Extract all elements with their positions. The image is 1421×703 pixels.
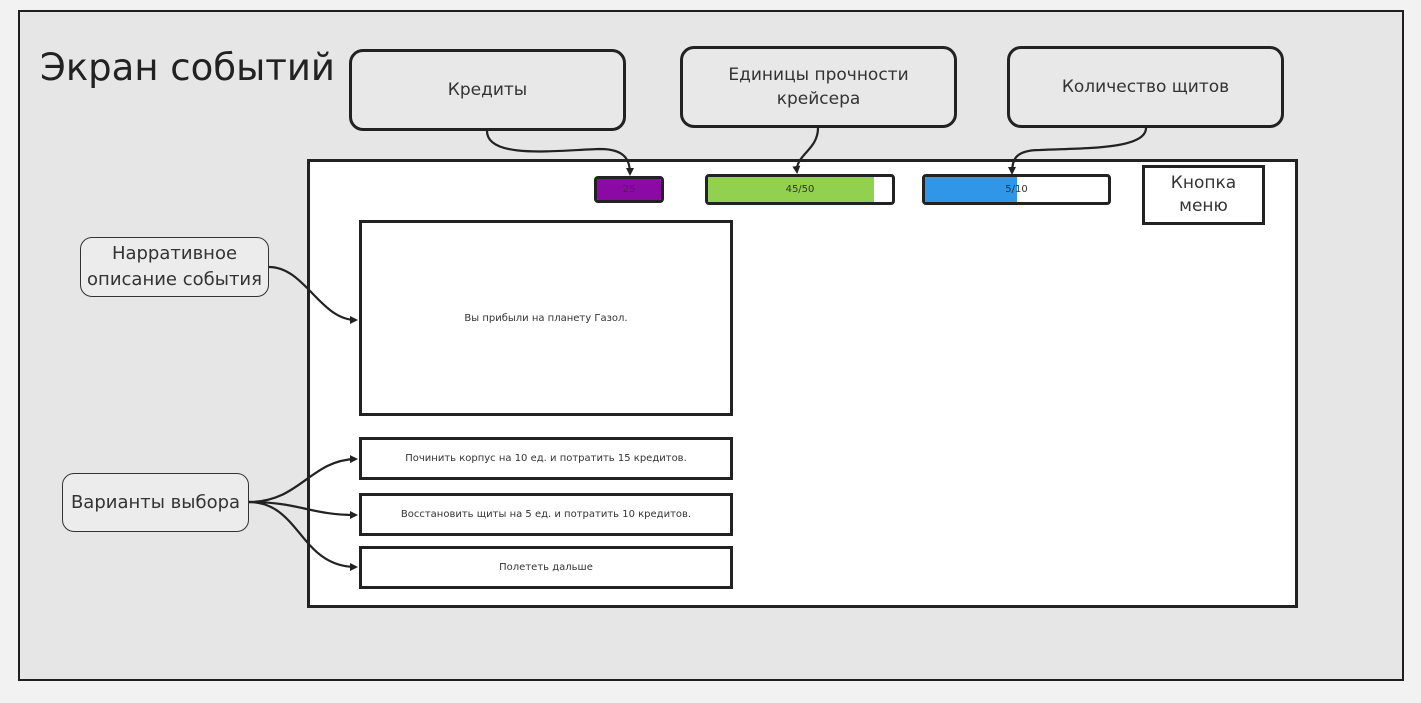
credits-value: 25 [622, 184, 636, 195]
shield-value: 5/10 [1005, 184, 1028, 195]
event-description-text: Вы прибыли на планету Газол. [464, 312, 628, 324]
callout-choices-label: Варианты выбора [70, 491, 241, 513]
shield-bar: 5/10 [922, 174, 1111, 205]
callout-hull-label: Единицы прочности крейсера [728, 63, 908, 111]
choice-fly-on[interactable]: Полететь дальше [359, 546, 733, 589]
callout-narrative-line2: описание события [87, 269, 262, 290]
callout-shields: Количество щитов [1007, 46, 1284, 128]
callout-hull-line2: крейсера [776, 89, 861, 109]
choice-repair-hull[interactable]: Починить корпус на 10 ед. и потратить 15… [359, 437, 733, 480]
choice-label: Полететь дальше [499, 562, 593, 573]
callout-hull: Единицы прочности крейсера [680, 46, 957, 128]
callout-narrative-label: Нарративное описание события [87, 241, 262, 293]
event-description-panel: Вы прибыли на планету Газол. [359, 220, 733, 416]
hull-bar-fill [708, 177, 874, 202]
callout-shields-label: Количество щитов [1061, 77, 1230, 97]
menu-button-label: Кнопка меню [1171, 172, 1236, 218]
callout-narrative-line1: Нарративное [111, 243, 238, 264]
callout-choices: Варианты выбора [62, 473, 249, 532]
credits-counter: 25 [594, 176, 664, 203]
hull-value: 45/50 [785, 184, 815, 195]
menu-button[interactable]: Кнопка меню [1142, 165, 1265, 225]
choice-restore-shields[interactable]: Восстановить щиты на 5 ед. и потратить 1… [359, 493, 733, 536]
credits-fill [597, 179, 661, 200]
hull-bar: 45/50 [705, 174, 895, 205]
page-title: Экран событий [40, 46, 335, 89]
shield-bar-fill [925, 177, 1017, 202]
callout-credits: Кредиты [349, 49, 626, 131]
menu-button-line2: меню [1179, 196, 1228, 216]
callout-narrative: Нарративное описание события [80, 237, 269, 297]
callout-credits-label: Кредиты [447, 80, 528, 100]
choice-label: Починить корпус на 10 ед. и потратить 15… [405, 453, 687, 464]
menu-button-line1: Кнопка [1170, 173, 1237, 193]
callout-hull-line1: Единицы прочности [728, 65, 909, 85]
choice-label: Восстановить щиты на 5 ед. и потратить 1… [400, 509, 692, 520]
